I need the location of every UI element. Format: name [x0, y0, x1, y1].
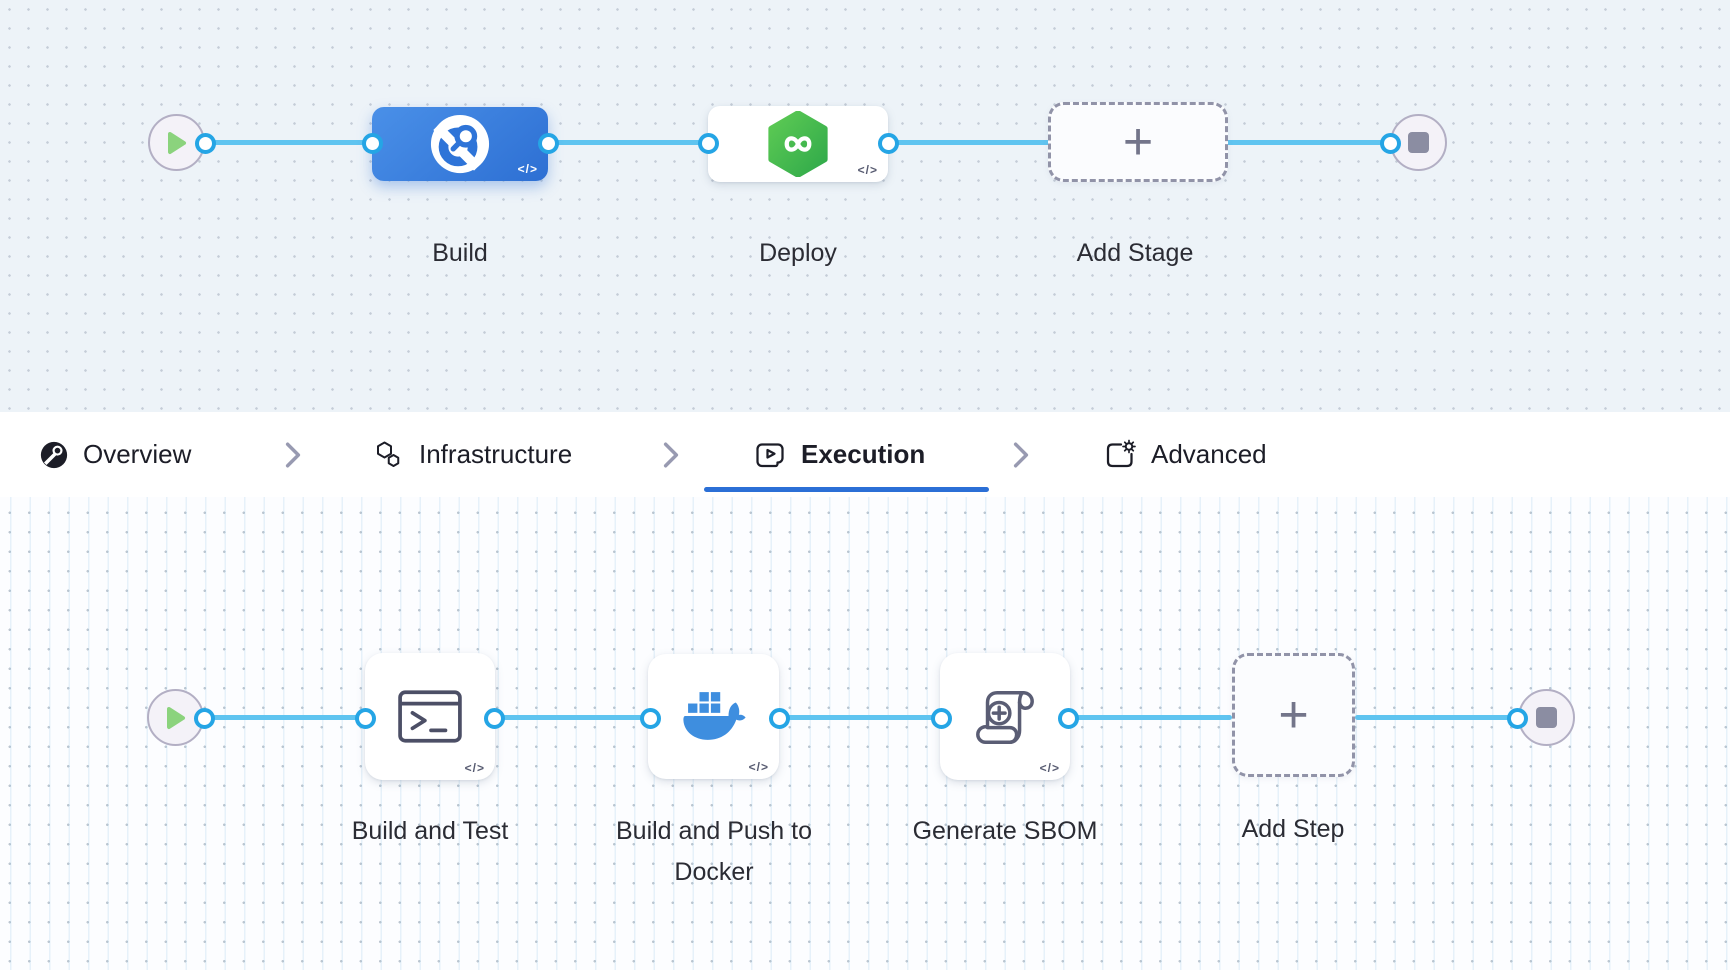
step-label-build-and-test: Build and Test — [351, 817, 509, 845]
connector-port[interactable] — [195, 133, 216, 154]
advanced-icon — [1106, 439, 1136, 467]
step-build-and-test[interactable]: </> — [365, 653, 495, 780]
connector-port[interactable] — [1058, 708, 1079, 729]
tab-separator — [660, 412, 682, 497]
step-connector-line — [779, 715, 941, 720]
chevron-right-icon — [1013, 442, 1029, 467]
connector-port[interactable] — [1380, 133, 1401, 154]
active-tab-indicator — [704, 487, 989, 492]
stage-connector-line — [205, 140, 372, 145]
tab-infrastructure[interactable]: Infrastructure — [372, 412, 572, 497]
plus-icon: + — [1122, 113, 1154, 171]
pipeline-start-node — [148, 114, 205, 171]
step-code-badge: </> — [748, 760, 769, 774]
ci-build-icon — [430, 114, 490, 174]
chevron-right-icon — [285, 442, 301, 467]
step-build-and-push-docker[interactable]: </> — [648, 654, 779, 779]
docker-icon — [682, 691, 746, 740]
tab-label: Execution — [801, 439, 926, 469]
execution-canvas: </> </> </> — [0, 497, 1730, 970]
play-icon — [167, 131, 186, 154]
stage-code-badge: </> — [517, 162, 538, 176]
tab-advanced[interactable]: Advanced — [1104, 412, 1267, 497]
connector-port[interactable] — [698, 133, 719, 154]
terminal-icon — [398, 689, 462, 743]
stop-icon — [1536, 707, 1557, 728]
stage-deploy[interactable]: </> — [708, 106, 888, 182]
add-step-button[interactable]: + — [1232, 653, 1355, 777]
execution-icon — [756, 442, 784, 467]
connector-port[interactable] — [538, 133, 559, 154]
cd-deploy-icon — [768, 111, 828, 177]
connector-port[interactable] — [362, 133, 383, 154]
connector-port[interactable] — [355, 708, 376, 729]
connector-port[interactable] — [1507, 708, 1528, 729]
stage-build[interactable]: </> — [372, 107, 548, 181]
connector-port[interactable] — [194, 708, 215, 729]
stage-config-tabbar: Overview Infrastructure Execution — [0, 412, 1730, 497]
overview-icon — [40, 441, 68, 468]
tab-overview[interactable]: Overview — [40, 412, 191, 497]
step-connector-line — [204, 715, 365, 720]
stage-canvas: </> </> + Build De — [0, 0, 1730, 412]
step-connector-line — [1068, 715, 1232, 720]
step-label-add-step: Add Step — [1241, 815, 1345, 843]
stop-icon — [1408, 132, 1429, 153]
tab-label: Overview — [83, 439, 192, 469]
stage-connector-line — [548, 140, 708, 145]
connector-port[interactable] — [640, 708, 661, 729]
step-generate-sbom[interactable]: </> — [940, 653, 1070, 780]
step-code-badge: </> — [464, 761, 485, 775]
chevron-right-icon — [663, 442, 679, 467]
infrastructure-icon — [377, 441, 400, 467]
step-label-build-and-push: Build and Push to Docker — [616, 817, 812, 886]
stage-label-build: Build — [432, 239, 488, 267]
play-icon — [166, 706, 185, 729]
connector-port[interactable] — [931, 708, 952, 729]
sbom-scroll-icon — [976, 690, 1034, 744]
step-connector-line — [494, 715, 650, 720]
stage-label-deploy: Deploy — [759, 239, 837, 267]
stage-code-badge: </> — [857, 163, 878, 177]
connector-port[interactable] — [769, 708, 790, 729]
tab-separator — [282, 412, 304, 497]
step-code-badge: </> — [1039, 761, 1060, 775]
add-stage-button[interactable]: + — [1048, 102, 1228, 182]
step-label-generate-sbom: Generate SBOM — [912, 817, 1098, 845]
plus-icon: + — [1278, 686, 1309, 744]
tab-label: Infrastructure — [419, 439, 573, 469]
step-connector-line — [1355, 715, 1517, 720]
connector-port[interactable] — [484, 708, 505, 729]
tab-label: Advanced — [1151, 439, 1267, 469]
connector-port[interactable] — [878, 133, 899, 154]
tab-separator — [1010, 412, 1032, 497]
tab-execution[interactable]: Execution — [754, 412, 925, 497]
stage-label-add-stage: Add Stage — [1076, 239, 1194, 267]
